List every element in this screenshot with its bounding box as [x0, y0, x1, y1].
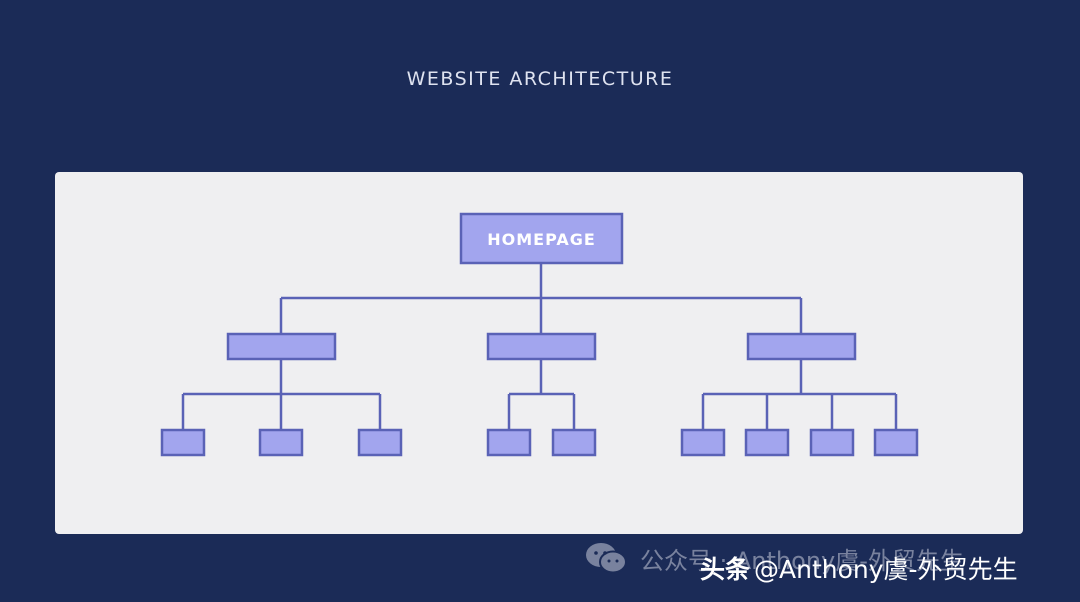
homepage-node [459, 212, 624, 265]
section-node-3 [746, 332, 857, 361]
credit-handle: @Anthony虞-外贸先生 [754, 555, 1018, 584]
author-credit: 头条@Anthony虞-外贸先生 [700, 552, 1018, 588]
page-node-2-2 [551, 428, 597, 457]
section-node-2 [486, 332, 597, 361]
page-node-1-3 [357, 428, 403, 457]
section-node-1 [226, 332, 337, 361]
homepage-label: HOMEPAGE [487, 230, 596, 249]
credit-brand: 头条 [700, 555, 751, 584]
diagram-title: WEBSITE ARCHITECTURE [406, 68, 674, 90]
watermark-text: 公众号 · Anthony虞-外贸先生 [640, 546, 964, 575]
page-node-1-2 [258, 428, 304, 457]
wechat-icon [586, 543, 627, 574]
page-node-3-1 [680, 428, 726, 457]
page-node-1-1 [160, 428, 206, 457]
page-node-3-4 [873, 428, 919, 457]
watermark: 公众号 · Anthony虞-外贸先生 [584, 538, 964, 578]
page-node-3-2 [744, 428, 790, 457]
page-node-2-1 [486, 428, 532, 457]
page-node-3-3 [809, 428, 855, 457]
